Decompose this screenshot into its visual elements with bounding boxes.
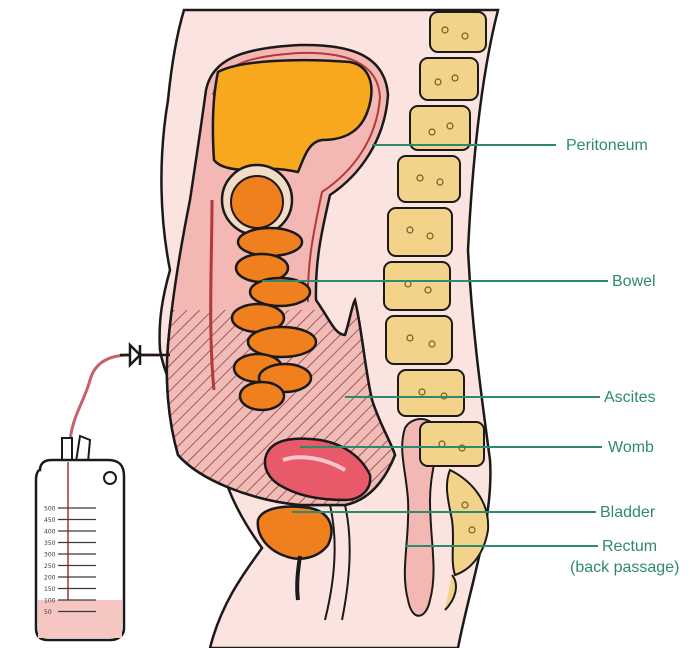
- bag-scale-label: 150: [44, 586, 56, 593]
- stomach: [231, 176, 283, 228]
- drainage-tube: [70, 355, 160, 445]
- label-womb: Womb: [608, 438, 654, 457]
- bag-scale-label: 400: [44, 529, 56, 536]
- bag-scale-label: 200: [44, 575, 56, 582]
- label-ascites: Ascites: [604, 388, 656, 407]
- label-bowel: Bowel: [612, 272, 656, 291]
- bag-scale-label: 50: [44, 609, 52, 616]
- bag-scale-label: 250: [44, 563, 56, 570]
- label-rectum: Rectum: [602, 537, 657, 556]
- label-rectum-subtitle: (back passage): [570, 558, 679, 577]
- bag-scale-label: 500: [44, 506, 56, 513]
- bag-scale-label: 100: [44, 598, 56, 605]
- bag-scale-label: 350: [44, 540, 56, 547]
- label-bladder: Bladder: [600, 503, 655, 522]
- bag-scale-label: 450: [44, 517, 56, 524]
- label-peritoneum: Peritoneum: [566, 136, 648, 155]
- bag-scale-label: 300: [44, 552, 56, 559]
